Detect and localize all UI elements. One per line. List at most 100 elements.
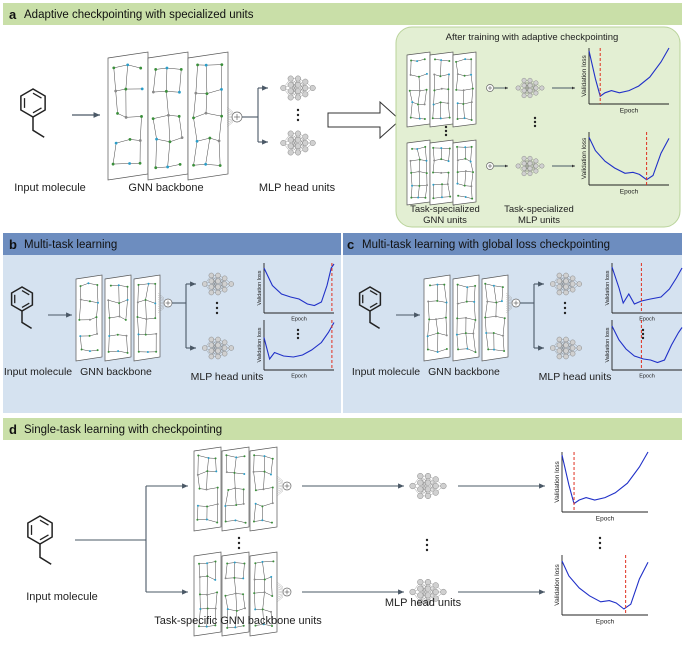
graph-node <box>443 284 445 286</box>
graph-node <box>108 351 110 353</box>
plot-xlabel: Epoch <box>620 189 639 196</box>
mlp-node <box>557 279 562 284</box>
mlp-node <box>303 147 308 152</box>
graph-node <box>155 351 157 353</box>
graph-node <box>206 506 208 508</box>
mlp-node <box>209 354 214 359</box>
mlp-node <box>303 79 308 84</box>
graph-node <box>264 471 266 473</box>
mlp-node <box>528 88 532 92</box>
graph-node <box>501 300 503 302</box>
graph-node <box>502 286 504 288</box>
ellipsis-dot <box>534 121 536 123</box>
graph-node <box>424 146 426 148</box>
plot-xlabel: Epoch <box>639 374 655 380</box>
panel-b-head-label: MLP head units <box>191 371 264 383</box>
mlp-node <box>522 88 526 92</box>
graph-node <box>227 489 229 491</box>
plot-ylabel: Validation loss <box>257 270 263 305</box>
graph-node <box>224 595 226 597</box>
mlp-node <box>557 354 562 359</box>
graph-node <box>261 505 263 507</box>
graph-node <box>217 487 219 489</box>
mlp-node <box>425 493 431 499</box>
graph-node <box>80 299 82 301</box>
graph-node <box>457 102 459 104</box>
panel-a-mlp-heads <box>281 76 316 155</box>
graph-node <box>502 335 504 337</box>
graph-node <box>474 351 476 353</box>
graph-node <box>504 317 506 319</box>
panel-a-task-mlp-line1: Task-specialized <box>504 204 574 215</box>
graph-node <box>410 172 412 174</box>
mlp-node <box>417 579 423 585</box>
graph-node <box>196 140 199 143</box>
graph-node <box>417 196 419 198</box>
graph-node <box>225 577 227 579</box>
graph-node <box>89 335 91 337</box>
graph-node <box>154 68 157 71</box>
graph-node <box>196 63 199 66</box>
graph-node <box>226 627 228 629</box>
mlp-node <box>229 346 234 351</box>
ellipsis-dot <box>297 329 299 331</box>
panel-c: c Multi-task learning with global loss c… <box>343 233 682 413</box>
graph-node <box>419 159 421 161</box>
mlp-node <box>417 480 423 486</box>
graph-node <box>198 563 200 565</box>
ellipsis-dot <box>564 307 566 309</box>
graph-node <box>446 334 448 336</box>
graph-node <box>437 351 439 353</box>
mlp-node <box>295 137 300 142</box>
mlp-node <box>534 169 538 173</box>
plot-xlabel: Epoch <box>291 317 307 323</box>
graph-node <box>154 166 157 169</box>
mlp-node <box>564 348 569 353</box>
graph-node <box>457 195 459 197</box>
graph-node <box>455 89 457 91</box>
graph-node <box>254 562 256 564</box>
graph-node <box>226 471 228 473</box>
panel-a-branch <box>242 88 268 142</box>
mlp-node <box>522 156 526 160</box>
graph-node <box>263 455 265 457</box>
graph-node <box>424 197 426 199</box>
panel-d-title: Single-task learning with checkpointing <box>24 424 222 436</box>
panel-b-title: Multi-task learning <box>24 239 117 251</box>
graph-node <box>137 301 139 303</box>
graph-node <box>253 454 255 456</box>
mlp-node <box>229 282 234 287</box>
graph-node <box>199 576 201 578</box>
graph-node <box>108 335 110 337</box>
graph-node <box>466 286 468 288</box>
graph-node <box>485 332 487 334</box>
graph-node <box>261 519 263 521</box>
graph-node <box>445 317 447 319</box>
ellipsis-dot <box>297 333 299 335</box>
mlp-node <box>534 159 538 163</box>
mlp-node <box>417 586 423 592</box>
mlp-node <box>288 95 293 100</box>
graph-node <box>456 146 458 148</box>
graph-node <box>470 74 472 76</box>
panel-c-backbone-label: GNN backbone <box>428 366 500 378</box>
mlp-node <box>522 93 526 97</box>
graph-node <box>272 560 274 562</box>
fan-line <box>277 485 283 486</box>
plot-xlabel: Epoch <box>596 516 615 523</box>
graph-node <box>127 299 129 301</box>
graph-node <box>219 164 222 167</box>
graph-node <box>206 562 208 564</box>
ellipsis-dot <box>297 337 299 339</box>
graph-node <box>255 489 257 491</box>
graph-node <box>449 117 451 119</box>
graph-node <box>457 303 459 305</box>
graph-node <box>434 58 436 60</box>
graph-node <box>471 119 473 121</box>
panel-b-input-label: Input molecule <box>4 366 72 378</box>
panel-c-title: Multi-task learning with global loss che… <box>362 239 610 251</box>
mlp-node <box>425 586 431 592</box>
mlp-node <box>209 348 214 353</box>
mlp-node <box>528 78 532 82</box>
graph-node <box>440 101 442 103</box>
